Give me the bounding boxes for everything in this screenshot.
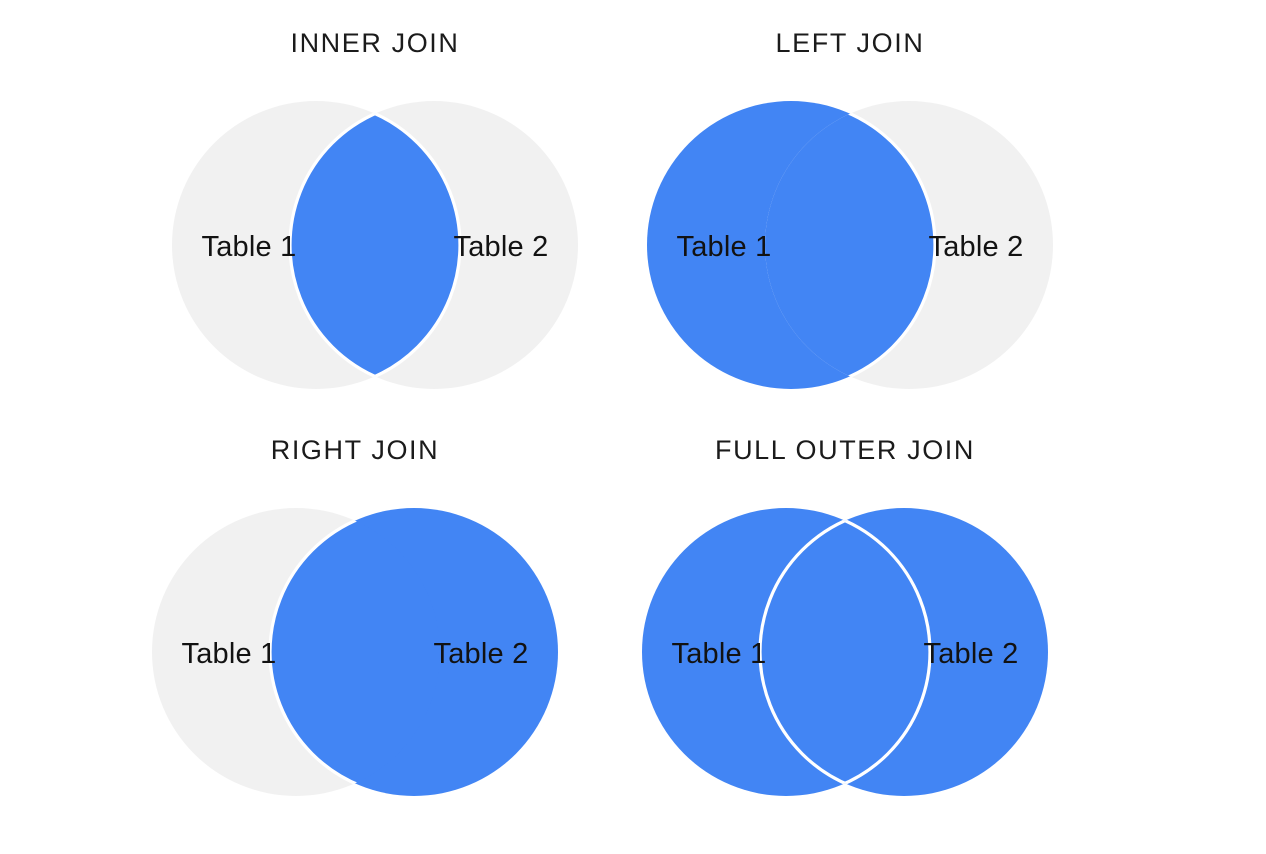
venn-full-outer-join: Table 1 Table 2 bbox=[565, 487, 1125, 817]
venn-svg-left-join: Table 1 Table 2 bbox=[647, 101, 1053, 389]
separator-arcs bbox=[765, 101, 937, 389]
left-table-label: Table 1 bbox=[672, 638, 767, 670]
intersection-region bbox=[765, 101, 935, 389]
right-table-label: Table 2 bbox=[434, 638, 529, 670]
venn-left-join: Table 1 Table 2 bbox=[570, 80, 1130, 410]
diagram-right-join: RIGHT JOIN Table 1 Table 2 bbox=[75, 435, 635, 835]
diagram-title-full-outer-join: FULL OUTER JOIN bbox=[714, 435, 976, 465]
separator-arcs bbox=[758, 508, 932, 796]
venn-svg-full-outer-join: Table 1 Table 2 bbox=[642, 508, 1048, 796]
venn-svg-inner-join: Table 1 Table 2 bbox=[172, 101, 578, 389]
diagram-left-join: LEFT JOIN Table 1 Table 2 bbox=[570, 28, 1130, 428]
diagram-full-outer-join: FULL OUTER JOIN bbox=[565, 435, 1125, 835]
right-table-label: Table 2 bbox=[929, 231, 1024, 263]
venn-right-join: Table 1 Table 2 bbox=[75, 487, 635, 817]
right-table-label: Table 2 bbox=[454, 231, 549, 263]
separator-arcs bbox=[268, 508, 440, 796]
separator-arcs bbox=[288, 101, 462, 389]
diagram-inner-join: INNER JOIN bbox=[95, 28, 655, 428]
diagram-title-left-join: LEFT JOIN bbox=[775, 28, 925, 58]
intersection-region bbox=[290, 101, 460, 389]
left-table-label: Table 1 bbox=[677, 231, 772, 263]
right-table-label: Table 2 bbox=[924, 638, 1019, 670]
venn-svg-right-join: Table 1 Table 2 bbox=[152, 508, 558, 796]
diagram-title-inner-join: INNER JOIN bbox=[290, 28, 460, 58]
venn-inner-join: Table 1 Table 2 bbox=[95, 80, 655, 410]
left-table-label: Table 1 bbox=[202, 231, 297, 263]
intersection-region bbox=[270, 508, 440, 796]
left-table-label: Table 1 bbox=[182, 638, 277, 670]
intersection-region bbox=[760, 508, 930, 796]
diagram-title-right-join: RIGHT JOIN bbox=[270, 435, 440, 465]
